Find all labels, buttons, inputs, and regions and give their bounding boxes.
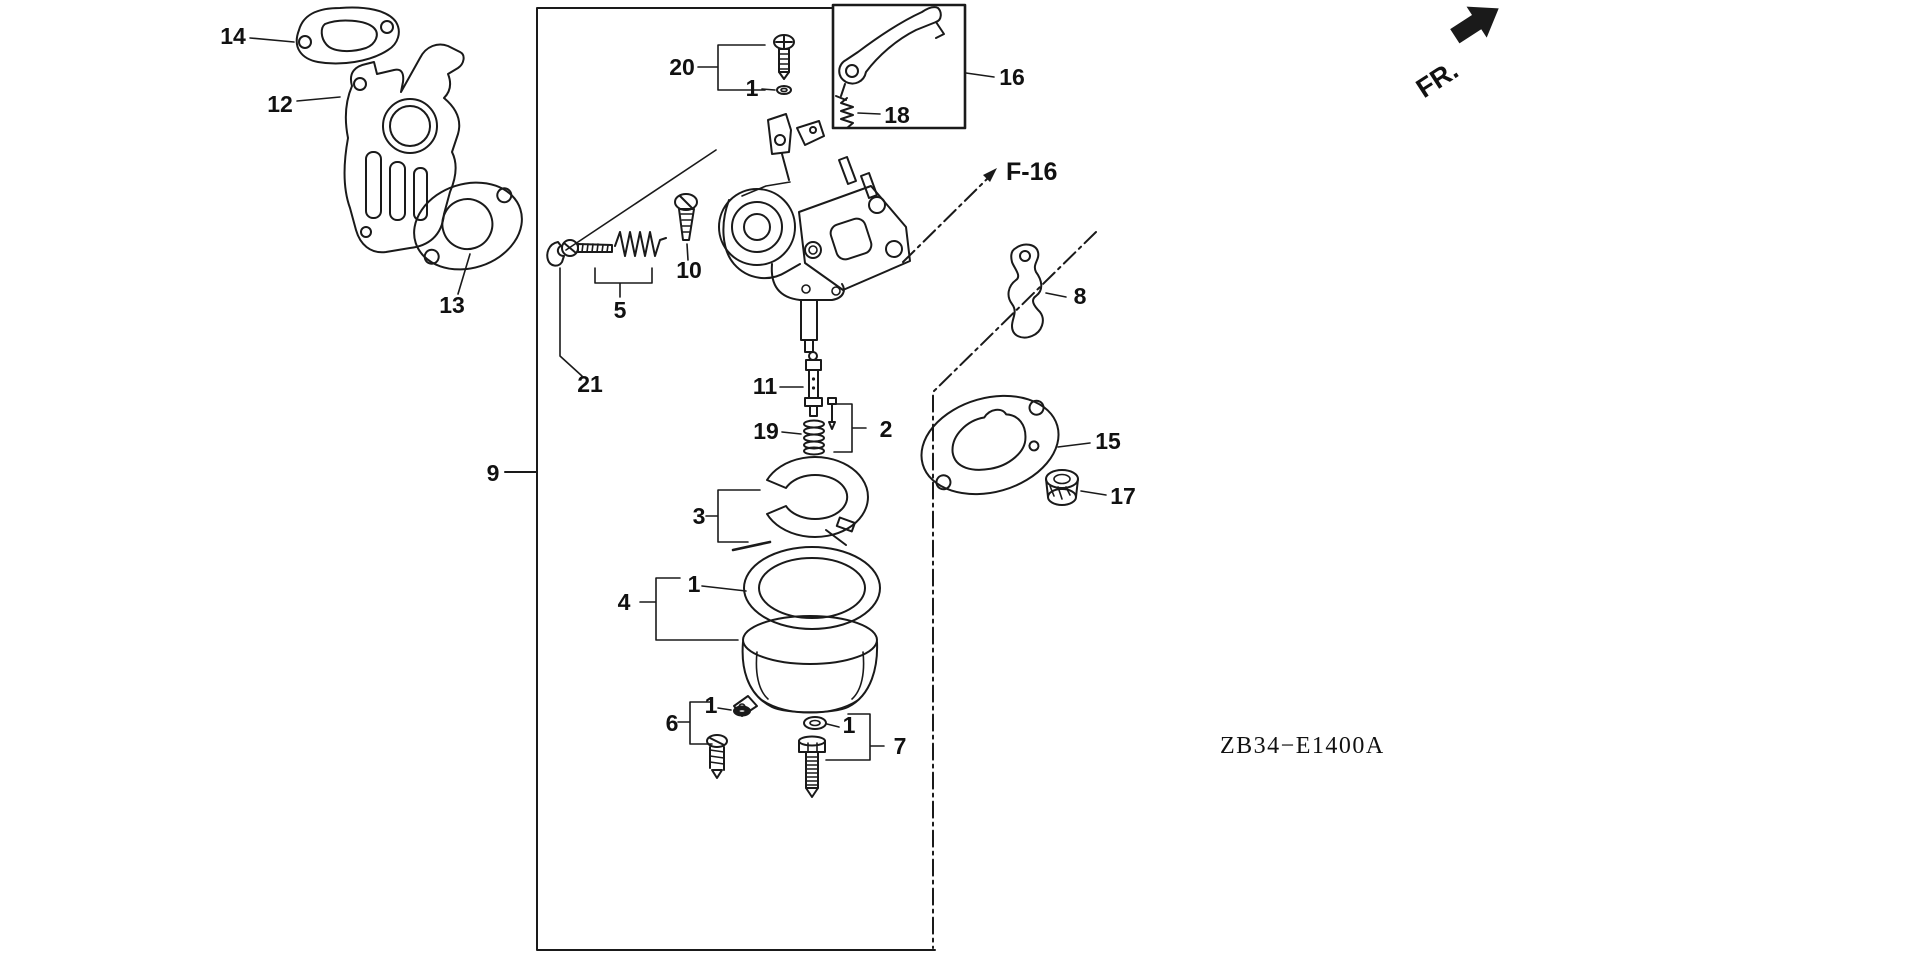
callout-21: 21 bbox=[577, 371, 603, 397]
callout-15: 15 bbox=[1095, 428, 1121, 454]
carburetor-body bbox=[718, 113, 911, 353]
callout-9: 9 bbox=[487, 460, 500, 486]
part-7-bolt-set bbox=[798, 713, 885, 798]
part-11-nozzle bbox=[779, 351, 823, 417]
part-16-box bbox=[831, 3, 995, 130]
callout-14: 14 bbox=[220, 23, 246, 49]
callout-16: 16 bbox=[999, 64, 1025, 90]
part-17-nut bbox=[1045, 469, 1107, 506]
f16-reference bbox=[902, 168, 997, 263]
part-10-screw bbox=[674, 193, 698, 261]
f16-label: F-16 bbox=[1006, 158, 1057, 186]
part-16-arm bbox=[835, 6, 945, 101]
part-21-clip bbox=[546, 241, 583, 377]
part-15-gasket bbox=[920, 394, 1091, 496]
callout-3: 3 bbox=[693, 503, 706, 529]
part-12-bracket bbox=[296, 43, 465, 254]
part-13-gasket bbox=[413, 181, 523, 295]
part-6-screw-set bbox=[677, 701, 751, 779]
part-1-oring-drain bbox=[717, 705, 751, 717]
part-5-screw-spring-set bbox=[561, 149, 717, 298]
callout-19: 19 bbox=[753, 418, 779, 444]
callout-1-bowl-gasket: 1 bbox=[688, 571, 701, 597]
callout-8: 8 bbox=[1074, 283, 1087, 309]
part-20-screw-set bbox=[697, 34, 795, 95]
part-4-float-chamber bbox=[639, 577, 879, 717]
callout-12: 12 bbox=[267, 91, 293, 117]
callout-1-screw-oring: 1 bbox=[746, 75, 759, 101]
callout-4: 4 bbox=[618, 589, 631, 615]
fr-indicator: FR. bbox=[1411, 6, 1499, 104]
part-19-spring bbox=[781, 419, 825, 456]
part-1-oring-screw bbox=[761, 85, 792, 95]
drawing-code: ZB34−E1400A bbox=[1220, 733, 1385, 759]
part-2-needle-set bbox=[827, 397, 867, 453]
part-1-sealing-washer bbox=[803, 716, 840, 730]
callout-11: 11 bbox=[753, 373, 778, 399]
callout-13: 13 bbox=[439, 292, 465, 318]
callout-1-sealing-washer: 1 bbox=[843, 712, 856, 738]
view-9-boundary bbox=[504, 7, 1097, 951]
part-18-spring bbox=[840, 97, 881, 129]
callout-17: 17 bbox=[1110, 483, 1136, 509]
fr-label: FR. bbox=[1411, 55, 1464, 104]
callout-1-drain-oring: 1 bbox=[705, 692, 718, 718]
callout-20: 20 bbox=[669, 54, 695, 80]
callout-6: 6 bbox=[666, 710, 679, 736]
callout-labels: 14 12 13 5 21 9 20 1 18 16 10 11 19 2 3 … bbox=[220, 23, 1136, 759]
callout-7: 7 bbox=[894, 733, 907, 759]
part-14-gasket bbox=[249, 6, 400, 65]
part-8-guide bbox=[1007, 243, 1067, 339]
callout-2: 2 bbox=[880, 416, 893, 442]
fr-arrow-icon bbox=[1450, 6, 1499, 44]
callout-10: 10 bbox=[676, 257, 702, 283]
callout-5: 5 bbox=[614, 297, 627, 323]
part-1-bowl-gasket bbox=[701, 546, 881, 630]
part-3-float bbox=[705, 456, 869, 552]
callout-18: 18 bbox=[884, 102, 910, 128]
